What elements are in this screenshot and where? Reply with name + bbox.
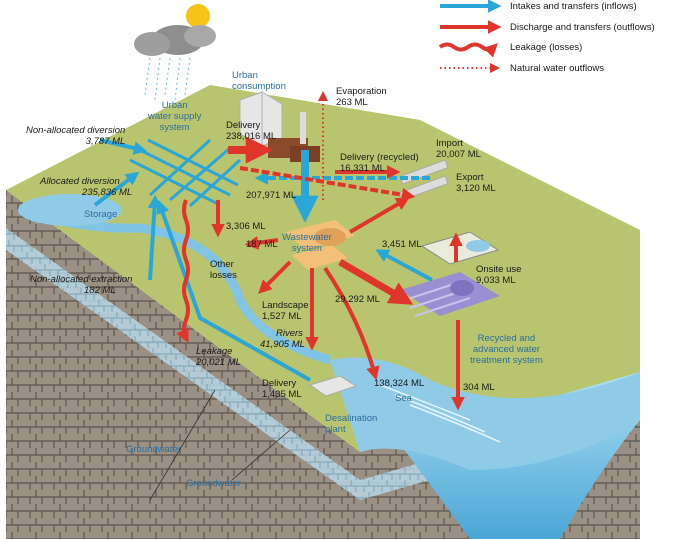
export-label: Export 3,120 ML <box>456 172 496 194</box>
arrow-extraction <box>147 194 162 281</box>
arrow-3451 <box>348 197 410 234</box>
ww-3451-value: 3,451 ML <box>382 239 422 250</box>
arrow-landscape <box>258 260 292 294</box>
arrow-allocated-diversion <box>93 171 140 207</box>
urban-consumption-label: Urban consumption <box>232 70 286 92</box>
arrow-to-recycled <box>338 258 414 305</box>
cloud-icon <box>134 25 216 56</box>
delivery-recycled-label: Delivery (recycled) 16,331 ML <box>340 152 419 174</box>
arrow-non-allocated-diversion <box>99 138 148 155</box>
to-wastewater-value: 207,971 ML <box>246 190 297 201</box>
arrow-export <box>239 166 416 202</box>
other-losses-label: Other losses <box>210 259 237 281</box>
supply-network <box>129 138 242 208</box>
leakage-label: Leakage 20,021 ML <box>196 346 241 368</box>
groundwater-right-label: Groundwater <box>186 478 241 489</box>
recycled-label: Recycled and advanced water treatment sy… <box>470 333 543 366</box>
arrow-desal-delivery <box>156 199 311 382</box>
non-allocated-diversion-label: Non-allocated diversion 3,787 ML <box>26 125 126 147</box>
ww-187-value: 187 ML <box>246 239 278 250</box>
import-label: Import 20,007 ML <box>436 138 481 160</box>
sea-label: Sea <box>395 393 412 404</box>
sea-surface <box>330 357 640 470</box>
arrow-recycled-return <box>375 249 433 282</box>
groundwater-band-left <box>6 228 360 500</box>
other-losses-value: 3,306 ML <box>226 221 266 232</box>
legend-leakage-label: Leakage (losses) <box>510 42 583 53</box>
urban-supply-label: Urban water supply system <box>148 100 202 133</box>
groundwater-left-label: Groundwater <box>126 444 181 455</box>
flow-arrows <box>93 91 465 411</box>
landscape-label: Landscape 1,527 ML <box>262 300 309 322</box>
desalination-label: Desalination plant <box>325 413 378 435</box>
legend-natural-label: Natural water outflows <box>510 63 604 74</box>
arrow-sea-outflow <box>323 266 380 381</box>
desalination-plant-icon <box>308 375 358 397</box>
evaporation-label: Evaporation 263 ML <box>336 86 387 108</box>
delivery-urban-label: Delivery 238,016 ML <box>226 120 277 142</box>
to-recycled-value: 29,292 ML <box>335 294 380 305</box>
legend-outflows-label: Discharge and transfers (outflows) <box>510 22 655 33</box>
onsite-use-facility-icon <box>420 231 500 265</box>
recycled-sea-value: 304 ML <box>463 382 495 393</box>
wastewater-plant-icon <box>285 220 355 270</box>
onsite-use-label: Onsite use 9,033 ML <box>476 264 522 286</box>
recycled-plant-icon <box>400 272 500 317</box>
rain-icon <box>144 57 191 101</box>
wastewater-label: Wastewater system <box>282 232 332 254</box>
allocated-diversion-label: Allocated diversion 235,836 ML <box>40 176 133 198</box>
rivers-label: Rivers 41,905 ML <box>260 328 305 350</box>
delivery-desal-label: Delivery 1,435 ML <box>262 378 302 400</box>
legend <box>438 0 502 73</box>
non-allocated-extraction-label: Non-allocated extraction 182 ML <box>30 274 133 296</box>
arrow-leakage <box>176 199 190 343</box>
sun-icon <box>186 4 210 28</box>
legend-inflows-label: Intakes and transfers (inflows) <box>510 1 637 12</box>
storage-label: Storage <box>84 209 118 220</box>
arrow-187 <box>244 236 279 250</box>
sea-outflow-value: 138,324 ML <box>374 378 425 389</box>
legend-leakage-icon <box>438 42 498 58</box>
urban-buildings-icon <box>239 91 320 162</box>
